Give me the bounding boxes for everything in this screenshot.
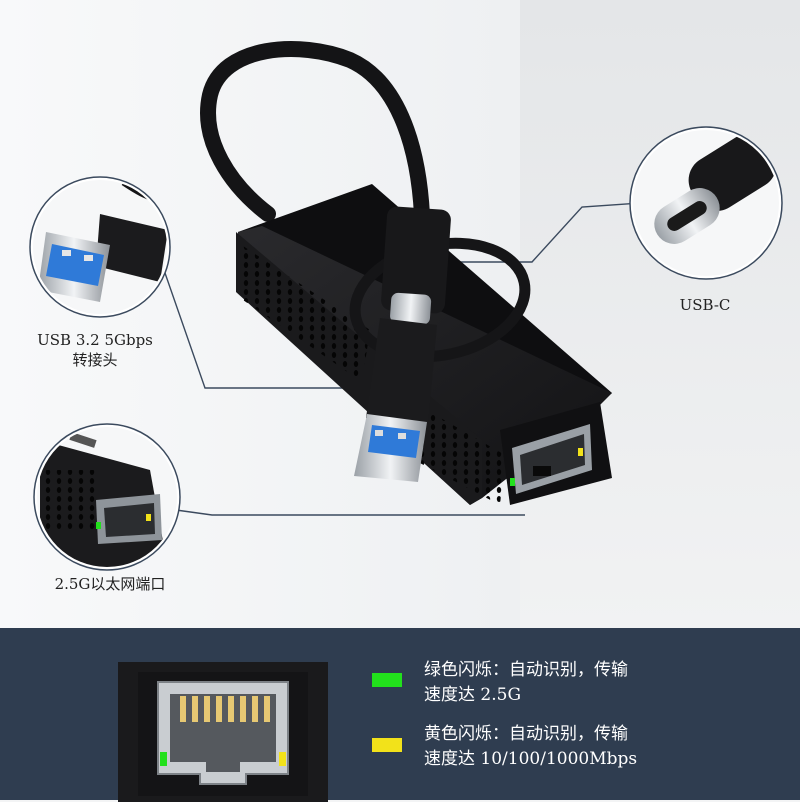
green-led-line2: 速度达 2.5G xyxy=(424,685,522,705)
cable xyxy=(200,41,430,223)
usb-a-label: USB 3.2 5Gbps 转接头 xyxy=(10,330,180,370)
usb-a-plug xyxy=(354,318,437,482)
usb-c-inset xyxy=(629,126,783,280)
usb-c-plug xyxy=(381,206,451,325)
green-led-line1: 绿色闪烁：自动识别，传输 xyxy=(424,660,628,680)
yellow-led-swatch xyxy=(372,738,402,752)
usb-c-label: USB-C xyxy=(679,296,731,314)
ethernet-inset xyxy=(33,423,181,571)
ethernet-label: 2.5G以太网端口 xyxy=(54,575,166,593)
yellow-led-text: 黄色闪烁：自动识别，传输 速度达 10/100/1000Mbps xyxy=(424,722,637,772)
usb-a-inset xyxy=(29,176,171,318)
yellow-led-line1: 黄色闪烁：自动识别，传输 xyxy=(424,724,628,744)
green-led-swatch xyxy=(372,673,402,687)
yellow-led-line2: 速度达 10/100/1000Mbps xyxy=(424,749,638,769)
green-led-text: 绿色闪烁：自动识别，传输 速度达 2.5G xyxy=(424,658,628,708)
callout-lines xyxy=(156,202,641,516)
led-legend-band: 绿色闪烁：自动识别，传输 速度达 2.5G 黄色闪烁：自动识别，传输 速度达 1… xyxy=(0,628,800,802)
usb-a-label-line1: USB 3.2 5Gbps xyxy=(37,331,153,349)
usb-a-label-line2: 转接头 xyxy=(72,351,118,369)
product-scene xyxy=(0,0,800,628)
rj45-port-closeup xyxy=(118,662,328,802)
